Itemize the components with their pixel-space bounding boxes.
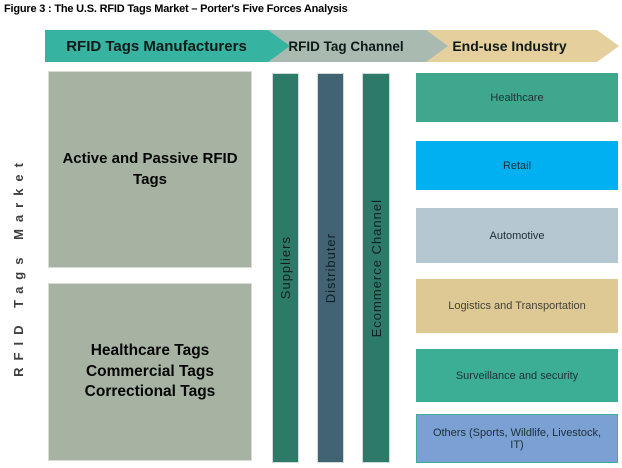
manufacturer-box-tag-types: Healthcare Tags Commercial Tags Correcti… — [48, 283, 252, 461]
manufacturer-box-tag-types-line2: Commercial Tags — [85, 362, 215, 380]
industry-box-logistics: Logistics and Transportation — [416, 279, 618, 333]
manufacturer-box-active-passive-line2: Tags — [133, 170, 167, 188]
channel-bar-suppliers-label: Suppliers — [278, 236, 293, 300]
header-arrow-end-use: End-use Industry — [422, 30, 619, 62]
industry-box-healthcare-label: Healthcare — [490, 91, 544, 104]
industry-box-healthcare: Healthcare — [416, 73, 618, 122]
channel-bar-ecommerce-label: Ecommerce Channel — [368, 198, 384, 338]
industry-box-retail: Retail — [416, 141, 618, 190]
industry-box-logistics-label: Logistics and Transportation — [448, 300, 586, 312]
industry-box-others: Others (Sports, Wildlife, Livestock, IT) — [416, 414, 618, 463]
channel-bar-distributer: Distributer — [317, 73, 344, 463]
industry-box-surveillance-label: Surveillance and security — [455, 369, 579, 382]
manufacturer-box-tag-types-line1: Healthcare Tags — [90, 341, 210, 359]
header-arrow-channel-label: RFID Tag Channel — [288, 38, 404, 54]
industry-box-surveillance: Surveillance and security — [416, 349, 618, 402]
industry-box-automotive-label: Automotive — [489, 229, 545, 242]
channel-bar-ecommerce: Ecommerce Channel — [362, 73, 390, 463]
manufacturer-box-active-passive-line1: Active and Passive RFID — [62, 150, 238, 168]
side-axis-label: RFID Tags Market — [0, 70, 36, 462]
industry-box-automotive: Automotive — [416, 208, 618, 263]
header-arrow-manufacturers: RFID Tags Manufacturers — [45, 30, 290, 62]
header-arrow-channel: RFID Tag Channel — [266, 30, 448, 62]
industry-box-retail-label: Retail — [502, 159, 532, 172]
manufacturer-box-tag-types-line3: Correctional Tags — [84, 383, 216, 401]
manufacturer-box-active-passive: Active and Passive RFID Tags — [48, 71, 252, 268]
industry-box-others-label: Others (Sports, Wildlife, Livestock, IT) — [432, 426, 602, 451]
header-arrow-manufacturers-label: RFID Tags Manufacturers — [66, 37, 247, 55]
channel-bar-suppliers: Suppliers — [272, 73, 299, 463]
side-axis-label-text: RFID Tags Market — [10, 155, 26, 377]
figure-title: Figure 3 : The U.S. RFID Tags Market – P… — [4, 3, 348, 15]
header-arrow-end-use-label: End-use Industry — [452, 38, 567, 54]
channel-bar-distributer-label: Distributer — [323, 232, 338, 304]
